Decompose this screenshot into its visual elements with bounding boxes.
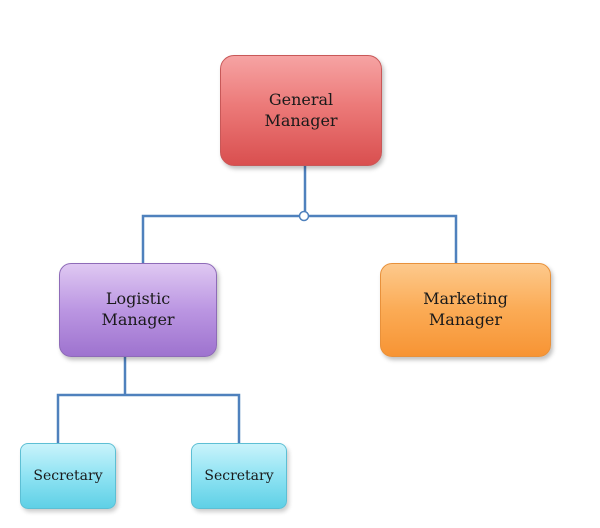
node-general-manager-label: General Manager	[264, 89, 338, 130]
connector-handle-mid	[298, 210, 310, 222]
node-general-manager[interactable]: General Manager	[220, 55, 382, 166]
node-secretary-1-label: Secretary	[33, 467, 103, 484]
node-secretary-2-label: Secretary	[204, 467, 274, 484]
connector-gm-branch	[141, 214, 458, 263]
node-logistic-manager-label: Logistic Manager	[101, 289, 175, 329]
node-logistic-manager[interactable]: Logistic Manager	[59, 263, 217, 357]
node-secretary-2[interactable]: Secretary	[191, 443, 287, 509]
node-marketing-manager-label: Marketing Manager	[423, 289, 508, 329]
node-secretary-1[interactable]: Secretary	[20, 443, 116, 509]
connector-lm-branch	[56, 393, 241, 443]
node-marketing-manager[interactable]: Marketing Manager	[380, 263, 551, 357]
